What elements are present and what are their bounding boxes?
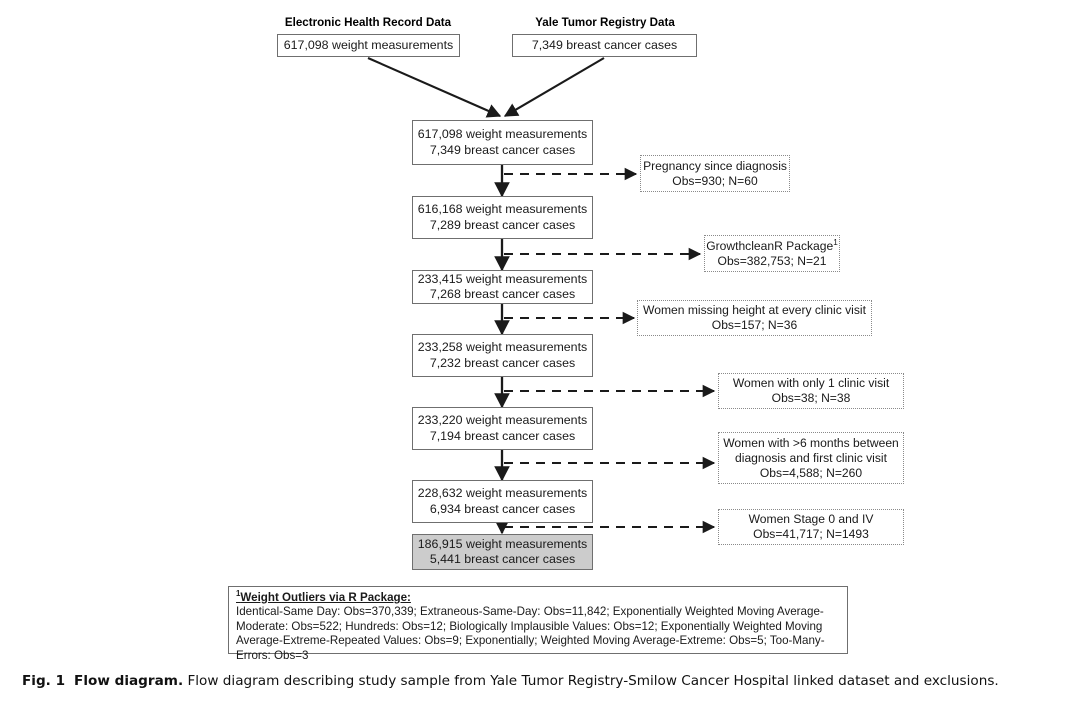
exclusion-box-2-growthcleanr: GrowthcleanR Package1 Obs=382,753; N=21 (704, 235, 840, 272)
flow-node-1-line1: 617,098 weight measurements (417, 127, 588, 141)
flow-node-3-line1: 233,415 weight measurements (417, 271, 588, 286)
footnote-panel: 1Weight Outliers via R Package: Identica… (228, 586, 848, 662)
source-box-registry-label: 7,349 breast cancer cases (531, 37, 678, 52)
flow-node-5-line2: 7,194 breast cancer cases (429, 428, 576, 443)
flow-node-2: 616,168 weight measurements 7,289 breast… (412, 196, 593, 239)
exclusion-1-line2: Obs=930; N=60 (672, 173, 758, 188)
footnote-body: Identical-Same Day: Obs=370,339; Extrane… (236, 605, 825, 662)
exclusion-5-line2: diagnosis and first clinic visit (735, 450, 887, 465)
flow-node-4: 233,258 weight measurements 7,232 breast… (412, 334, 593, 377)
exclusion-5-line3: Obs=4,588; N=260 (759, 465, 863, 480)
exclusion-2-footnote-marker: 1 (833, 237, 838, 247)
figure-title: Flow diagram. (74, 673, 184, 689)
flow-node-6: 228,632 weight measurements 6,934 breast… (412, 480, 593, 523)
exclusion-5-line1: Women with >6 months between (723, 435, 899, 450)
figure-caption-text: Flow diagram describing study sample fro… (187, 673, 999, 689)
flow-node-1-line2: 7,349 breast cancer cases (429, 142, 576, 157)
exclusion-box-5-six-months: Women with >6 months between diagnosis a… (718, 432, 904, 484)
exclusion-1-line1: Pregnancy since diagnosis (643, 158, 787, 173)
exclusion-4-line1: Women with only 1 clinic visit (732, 376, 890, 390)
exclusion-3-line1: Women missing height at every clinic vis… (643, 303, 866, 317)
exclusion-2-line2: Obs=382,753; N=21 (717, 253, 827, 268)
flow-node-7-line2: 5,441 breast cancer cases (429, 552, 576, 566)
figure-caption: Fig. 1 Flow diagram. Flow diagram describ… (22, 672, 1062, 690)
source-box-registry: 7,349 breast cancer cases (512, 34, 697, 57)
flow-node-3: 233,415 weight measurements 7,268 breast… (412, 270, 593, 304)
source-box-ehr-label: 617,098 weight measurements (283, 37, 454, 52)
exclusion-box-1-pregnancy: Pregnancy since diagnosis Obs=930; N=60 (640, 155, 790, 192)
flow-node-3-line2: 7,268 breast cancer cases (429, 287, 576, 301)
flow-node-4-line2: 7,232 breast cancer cases (429, 355, 576, 370)
exclusion-box-6-stage: Women Stage 0 and IV Obs=41,717; N=1493 (718, 509, 904, 545)
source-box-ehr: 617,098 weight measurements (277, 34, 460, 57)
exclusion-3-line2: Obs=157; N=36 (711, 318, 798, 332)
flow-node-4-line1: 233,258 weight measurements (417, 340, 588, 354)
figure-number: Fig. 1 (22, 673, 66, 689)
exclusion-2-line1: GrowthcleanR Package1 (706, 237, 838, 254)
edge-source2-to-node1 (503, 57, 605, 117)
footnote-heading: 1Weight Outliers via R Package: (236, 589, 840, 605)
exclusion-box-4-one-visit: Women with only 1 clinic visit Obs=38; N… (718, 373, 904, 409)
edge-source1-to-node1 (367, 57, 502, 118)
exclusion-6-line1: Women Stage 0 and IV (748, 512, 874, 526)
footnote-marker: 1 (236, 589, 241, 599)
exclusion-2-label: GrowthcleanR Package (706, 238, 834, 253)
exclusion-4-line2: Obs=38; N=38 (771, 391, 851, 405)
source-title-ehr: Electronic Health Record Data (284, 16, 452, 29)
flow-diagram: Electronic Health Record Data Yale Tumor… (228, 16, 904, 662)
flow-node-5: 233,220 weight measurements 7,194 breast… (412, 407, 593, 450)
flow-node-6-line1: 228,632 weight measurements (417, 486, 588, 500)
flow-node-7-final: 186,915 weight measurements 5,441 breast… (412, 534, 593, 570)
flow-node-7-line1: 186,915 weight measurements (417, 536, 588, 551)
source-title-registry: Yale Tumor Registry Data (535, 16, 675, 29)
flow-node-1: 617,098 weight measurements 7,349 breast… (412, 120, 593, 165)
flow-node-2-line1: 616,168 weight measurements (417, 202, 588, 216)
footnote-heading-text: Weight Outliers via R Package: (240, 591, 411, 604)
exclusion-6-line2: Obs=41,717; N=1493 (753, 527, 869, 541)
flow-node-2-line2: 7,289 breast cancer cases (429, 217, 576, 232)
exclusion-box-3-missing-height: Women missing height at every clinic vis… (637, 300, 872, 336)
flow-node-5-line1: 233,220 weight measurements (417, 413, 588, 427)
flow-node-6-line2: 6,934 breast cancer cases (429, 501, 576, 516)
